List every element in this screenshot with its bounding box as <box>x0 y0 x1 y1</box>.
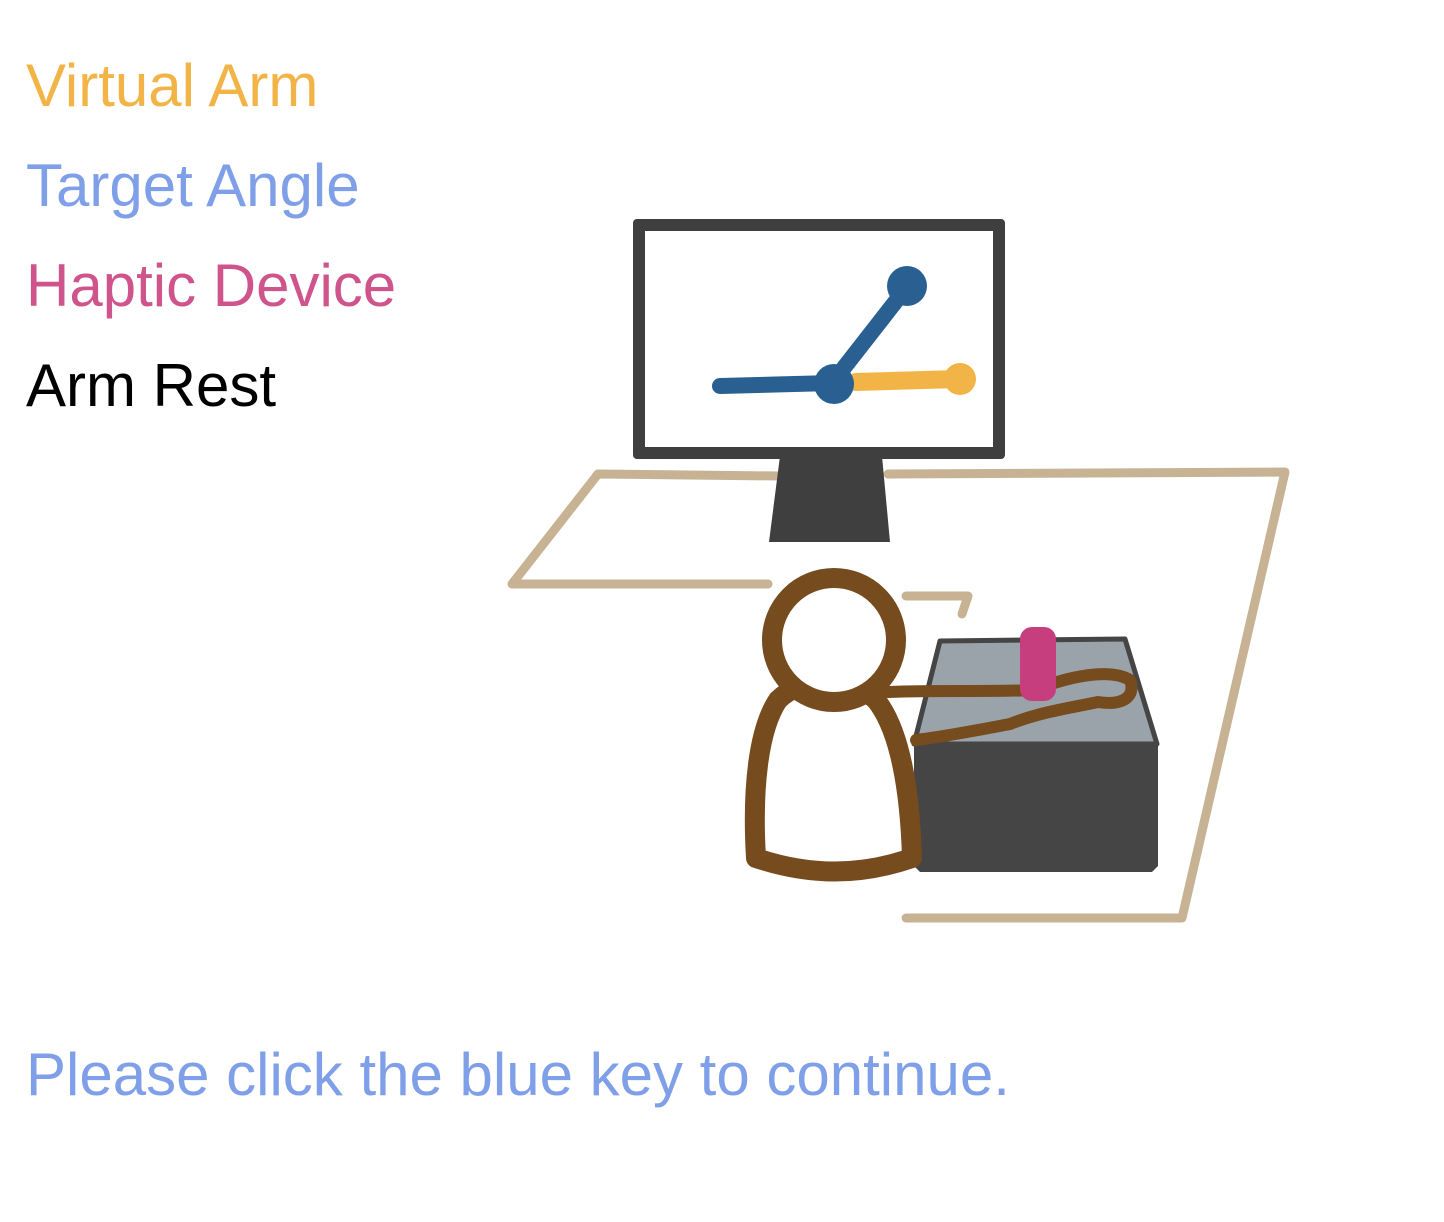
person-arm <box>882 668 1138 746</box>
person-head <box>762 568 906 712</box>
haptic-device-handle <box>1020 627 1056 701</box>
target-angle-pivot <box>814 364 854 404</box>
target-angle-base-line <box>712 375 840 394</box>
legend-virtual-arm: Virtual Arm <box>26 52 319 119</box>
legend-target-angle: Target Angle <box>26 152 360 219</box>
desk-outline <box>507 467 1290 923</box>
monitor-icon <box>633 219 1005 542</box>
virtual-arm-tip <box>944 363 976 395</box>
legend-haptic-device: Haptic Device <box>26 252 397 319</box>
monitor-stand <box>769 456 890 542</box>
legend: Virtual Arm Target Angle Haptic Device A… <box>26 36 396 436</box>
person-icon <box>744 568 1138 882</box>
monitor-screen <box>645 231 993 447</box>
target-angle-tip <box>887 266 927 306</box>
virtual-arm-line <box>847 370 967 391</box>
continue-instruction: Please click the blue key to continue. <box>26 1041 1010 1108</box>
box-front <box>914 742 1158 872</box>
legend-arm-rest: Arm Rest <box>26 352 277 419</box>
person-body <box>744 672 922 882</box>
